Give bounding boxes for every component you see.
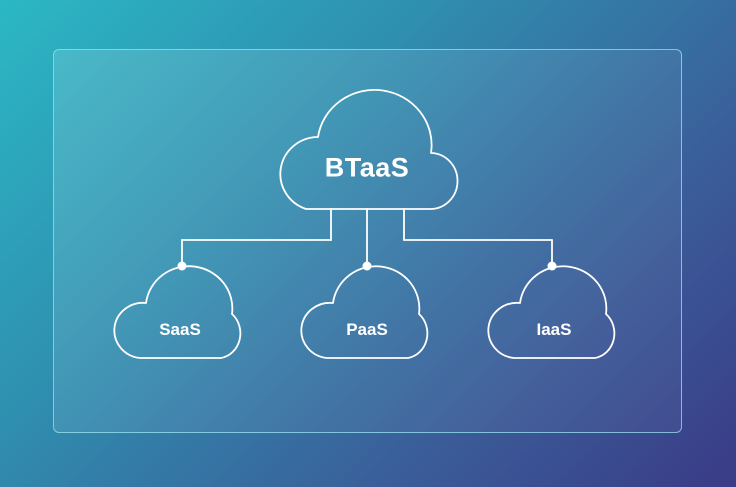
node-label-paas: PaaS bbox=[346, 320, 388, 339]
cloud-icon bbox=[279, 89, 459, 210]
node-label-btaas: BTaaS bbox=[324, 152, 410, 183]
cloud-icon bbox=[487, 265, 616, 359]
cloud-icon bbox=[113, 265, 242, 359]
connector-lines bbox=[181, 208, 553, 267]
node-label-iaas: IaaS bbox=[536, 320, 572, 339]
node-label-saas: SaaS bbox=[159, 320, 201, 339]
cloud-icon bbox=[300, 265, 429, 359]
